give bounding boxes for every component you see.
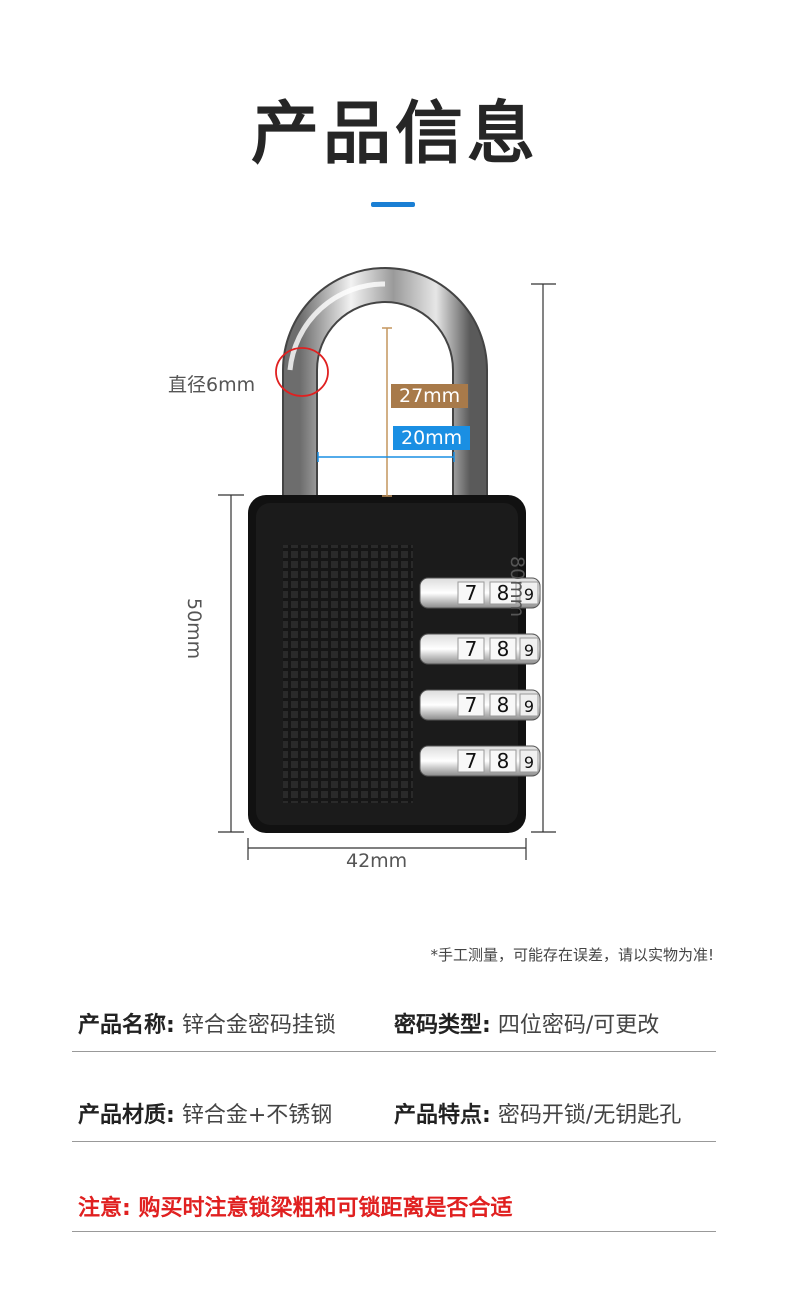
- dial-4: 7 8 9: [419, 745, 541, 777]
- dial-1: 7 8 9: [419, 577, 541, 609]
- dial-1-digit-7: 7: [465, 581, 478, 605]
- spec-material-value: 锌合金+不锈钢: [181, 1103, 333, 1128]
- purchase-warning: 注意: 购买时注意锁梁粗和可锁距离是否合适: [78, 1196, 513, 1221]
- dial-3-digit-8: 8: [497, 693, 510, 717]
- shackle: [282, 267, 488, 500]
- spec-row-2: 产品材质: 锌合金+不锈钢 产品特点: 密码开锁/无钥匙孔: [72, 1085, 716, 1142]
- dial-4-digit-9: 9: [524, 753, 534, 772]
- dial-4-digit-8: 8: [497, 749, 510, 773]
- total-height-label: 80mm: [506, 556, 528, 618]
- spec-password-type-value: 四位密码/可更改: [497, 1013, 660, 1038]
- dial-3-digit-7: 7: [465, 693, 478, 717]
- warning-divider: [72, 1231, 716, 1232]
- padlock-illustration: 7 8 9 7 8 9 7 8 9: [218, 267, 556, 860]
- spec-material: 产品材质: 锌合金+不锈钢: [78, 1097, 332, 1129]
- lock-diagram: 7 8 9 7 8 9 7 8 9: [0, 260, 790, 890]
- total-height-line: [531, 283, 556, 833]
- body-width-line: [247, 838, 527, 860]
- spec-product-name: 产品名称: 锌合金密码挂锁: [78, 1007, 336, 1039]
- dial-1-digit-8: 8: [497, 581, 510, 605]
- diameter-marker: [275, 347, 329, 397]
- spec-product-name-key: 产品名称:: [78, 1013, 175, 1038]
- spec-password-type: 密码类型: 四位密码/可更改: [394, 1007, 659, 1039]
- combination-dials: 7 8 9 7 8 9 7 8 9: [419, 577, 541, 777]
- dial-2-digit-8: 8: [497, 637, 510, 661]
- dial-4-digit-7: 7: [465, 749, 478, 773]
- body-width-label: 42mm: [346, 850, 408, 872]
- spec-row-1: 产品名称: 锌合金密码挂锁 密码类型: 四位密码/可更改: [72, 995, 716, 1052]
- dial-2-digit-9: 9: [524, 641, 534, 660]
- shackle-diameter-label: 直径6mm: [168, 374, 256, 396]
- dial-2: 7 8 9: [419, 633, 541, 665]
- dial-1-digit-9: 9: [524, 585, 534, 604]
- title-underline: [371, 202, 415, 207]
- spec-features-key: 产品特点:: [394, 1103, 491, 1128]
- dial-3-digit-9: 9: [524, 697, 534, 716]
- spec-features: 产品特点: 密码开锁/无钥匙孔: [394, 1097, 681, 1129]
- page-title: 产品信息: [250, 95, 539, 174]
- body-height-line: [218, 494, 244, 833]
- dial-3: 7 8 9: [419, 689, 541, 721]
- shackle-height-line: [382, 327, 392, 497]
- shackle-gap-line: [317, 452, 455, 462]
- dial-2-digit-7: 7: [465, 637, 478, 661]
- spec-product-name-value: 锌合金密码挂锁: [181, 1013, 336, 1038]
- shackle-height-tag: 27mm: [391, 384, 469, 408]
- measurement-note: *手工测量，可能存在误差，请以实物为准!: [430, 946, 714, 964]
- shackle-gap-tag: 20mm: [393, 426, 471, 450]
- spec-features-value: 密码开锁/无钥匙孔: [497, 1103, 682, 1128]
- spec-material-key: 产品材质:: [78, 1103, 175, 1128]
- body-height-label: 50mm: [183, 598, 205, 660]
- spec-password-type-key: 密码类型:: [394, 1013, 491, 1038]
